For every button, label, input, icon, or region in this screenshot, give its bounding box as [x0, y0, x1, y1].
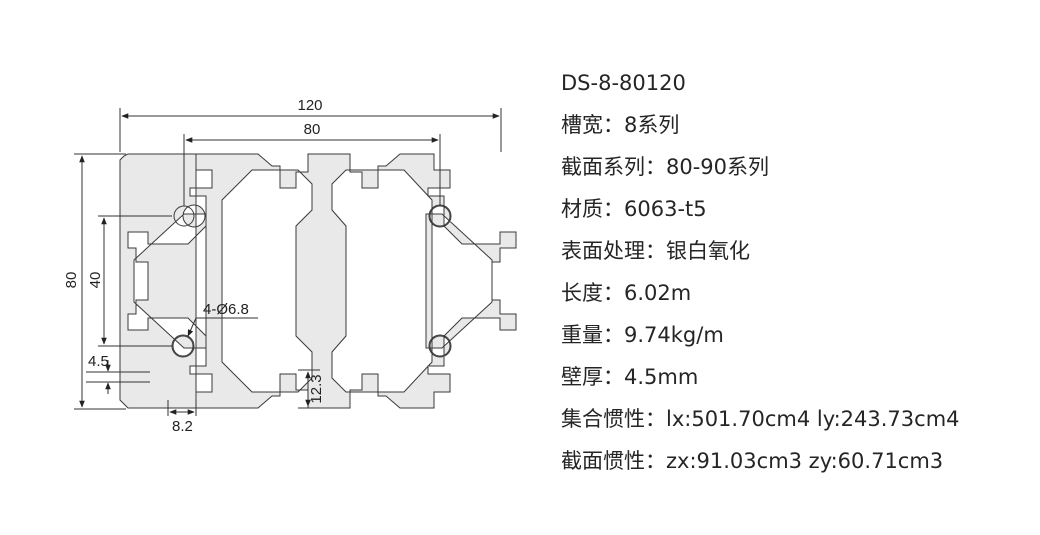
- spec-weight: 重量：9.74kg/m: [561, 323, 724, 347]
- spec-surface-treatment: 表面处理：银白氧化: [561, 239, 750, 263]
- spec-slot-width: 槽宽：8系列: [561, 113, 680, 137]
- spec-material: 材质：6063-t5: [561, 197, 707, 221]
- spec-wall-thickness: 壁厚：4.5mm: [561, 365, 699, 389]
- dim-label-slot-depth: 12.3: [308, 374, 325, 403]
- dim-label-hole-span: 40: [87, 272, 104, 289]
- profile-cross-section-drawing: 120 80 80 40 4-Ø6.8 4.5 8.2 12.3: [63, 97, 517, 435]
- mounting-hole: [429, 335, 451, 357]
- dim-label-wall: 4.5: [88, 353, 109, 370]
- spec-moment-of-inertia: 集合惯性：lx:501.70cm4 ly:243.73cm4: [561, 407, 960, 431]
- dim-label-height: 80: [63, 272, 80, 289]
- spec-length: 长度：6.02m: [561, 281, 692, 305]
- dim-label-slot-span: 80: [304, 121, 321, 138]
- mounting-hole: [172, 335, 194, 357]
- spec-section-modulus: 截面惯性：zx:91.03cm3 zy:60.71cm3: [561, 449, 944, 473]
- spec-model: DS-8-80120: [561, 71, 686, 95]
- spec-list: DS-8-80120 槽宽：8系列 截面系列：80-90系列 材质：6063-t…: [561, 62, 1031, 482]
- dim-label-holes: 4-Ø6.8: [203, 301, 249, 318]
- spec-section-series: 截面系列：80-90系列: [561, 155, 770, 179]
- dim-label-slot-width: 8.2: [172, 418, 193, 435]
- profile-body: [119, 153, 517, 409]
- dim-label-width: 120: [297, 97, 322, 114]
